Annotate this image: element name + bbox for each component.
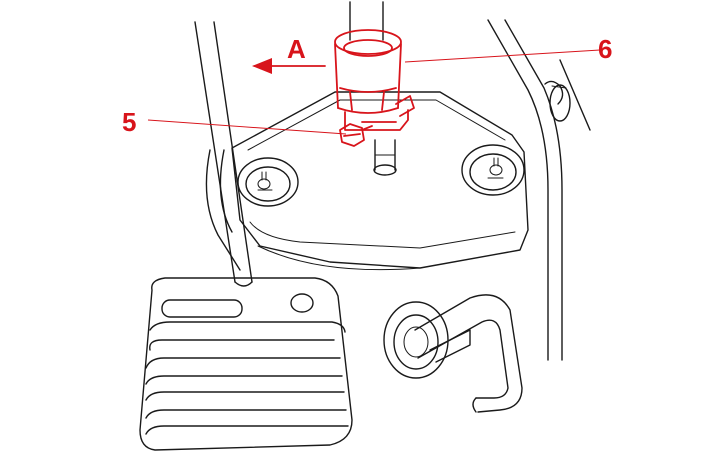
direction-arrow-a: A xyxy=(252,34,326,74)
mounting-bolt-left xyxy=(237,157,299,207)
frame-tube-right xyxy=(487,19,591,361)
shaft xyxy=(349,1,384,41)
arrow-label-a: A xyxy=(287,34,306,64)
leader-line-5 xyxy=(147,119,347,135)
frame-tube-left xyxy=(205,149,241,271)
clamp-part-6 xyxy=(334,29,415,131)
leader-line-6 xyxy=(404,49,601,63)
callout-label-6: 6 xyxy=(598,34,612,64)
mounting-bolt-right xyxy=(461,144,525,196)
grommet-and-rod xyxy=(383,294,523,413)
pedal-pad xyxy=(139,277,353,451)
hex-bolt-part-5 xyxy=(339,123,373,147)
callout-label-5: 5 xyxy=(122,107,136,137)
pivot-pin xyxy=(373,139,397,176)
mounting-plate xyxy=(231,91,529,271)
